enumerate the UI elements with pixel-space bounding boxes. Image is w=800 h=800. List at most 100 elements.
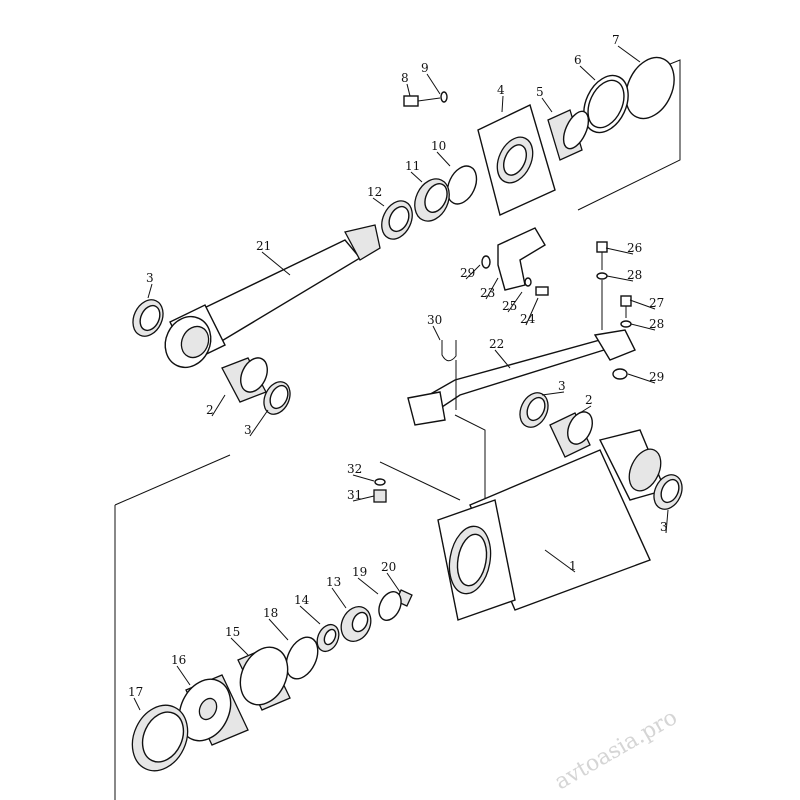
part-label-2b: 2 xyxy=(206,403,214,417)
part-label-20: 20 xyxy=(381,560,396,574)
leader-line-5 xyxy=(541,97,553,113)
leader-line-19 xyxy=(357,577,379,595)
part-label-14: 14 xyxy=(294,593,310,607)
part-32-washer xyxy=(374,478,386,486)
part-12-bearing xyxy=(381,200,413,240)
part-label-8: 8 xyxy=(401,71,409,85)
part-2-bushing-right xyxy=(549,411,593,458)
leader-line-2b xyxy=(211,394,226,417)
part-label-3a: 3 xyxy=(146,271,154,285)
leader-lines xyxy=(133,45,669,711)
leader-line-28b xyxy=(630,323,656,331)
part-label-16: 16 xyxy=(171,653,186,667)
leader-line-7 xyxy=(617,45,641,63)
part-label-29a: 29 xyxy=(460,266,475,280)
part-5-bushing xyxy=(547,109,590,161)
leader-line-27 xyxy=(629,299,656,310)
part-label-23: 23 xyxy=(480,286,495,300)
leader-line-18 xyxy=(268,618,289,641)
part-label-28a: 28 xyxy=(627,268,642,282)
part-label-32: 32 xyxy=(347,462,362,476)
part-label-10: 10 xyxy=(431,139,446,153)
part-label-5: 5 xyxy=(536,85,544,99)
leader-line-3d xyxy=(665,509,669,534)
leader-line-3c xyxy=(249,409,269,437)
part-label-2a: 2 xyxy=(585,393,593,407)
part-label-30: 30 xyxy=(427,313,442,327)
leader-line-16 xyxy=(176,665,191,686)
part-label-3c: 3 xyxy=(244,423,252,437)
leader-line-13 xyxy=(331,587,347,609)
leader-line-9 xyxy=(426,73,441,95)
part-label-25: 25 xyxy=(502,299,517,313)
part-26-bolt xyxy=(596,241,608,280)
part-label-4: 4 xyxy=(497,83,505,97)
part-29-o-ring xyxy=(612,368,628,380)
part-label-27: 27 xyxy=(649,296,664,310)
part-21-piston-rod xyxy=(164,224,381,369)
part-3-seal-right-top xyxy=(519,392,549,428)
watermark-text: avtoasia.pro xyxy=(551,705,682,795)
part-label-26: 26 xyxy=(627,241,642,255)
leader-line-17 xyxy=(133,697,141,711)
leader-line-20 xyxy=(386,572,401,593)
watermark-layer: avtoasia.pro xyxy=(551,705,682,795)
part-label-11: 11 xyxy=(405,159,420,173)
leader-line-3a xyxy=(147,283,153,299)
part-23-elbow xyxy=(481,227,549,296)
part-15-wear-ring xyxy=(237,646,291,711)
part-label-17: 17 xyxy=(128,685,143,699)
leader-line-30 xyxy=(432,325,441,341)
part-4-flange xyxy=(477,104,556,216)
leader-line-29a xyxy=(465,264,481,280)
part-31-plug xyxy=(373,489,387,503)
part-label-31: 31 xyxy=(347,488,362,502)
leader-line-3b xyxy=(541,391,565,396)
leader-line-31 xyxy=(352,495,375,502)
part-label-6: 6 xyxy=(574,53,582,67)
part-11-bearing xyxy=(414,178,450,222)
leader-line-10 xyxy=(436,151,451,167)
leader-line-26 xyxy=(605,247,634,255)
part-7-o-ring xyxy=(625,56,675,120)
leader-line-14 xyxy=(299,605,321,625)
leader-line-21 xyxy=(261,251,291,276)
part-label-3d: 3 xyxy=(660,520,668,534)
leader-line-11 xyxy=(410,171,423,183)
leader-line-12 xyxy=(372,197,385,207)
leader-line-22 xyxy=(494,349,511,369)
leader-line-29b xyxy=(627,373,656,384)
leader-line-4 xyxy=(501,95,504,113)
part-16-piston xyxy=(178,674,249,746)
part-22-pipe xyxy=(407,329,636,426)
part-3-seal-right-bottom xyxy=(653,474,683,510)
part-label-28b: 28 xyxy=(649,317,664,331)
part-label-7: 7 xyxy=(612,33,620,47)
part-label-22: 22 xyxy=(489,337,504,351)
part-19-ring xyxy=(378,591,402,621)
part-label-19: 19 xyxy=(352,565,367,579)
part-17-seal xyxy=(131,704,189,772)
part-3-seal-mid xyxy=(263,381,291,415)
leader-line-2a xyxy=(574,405,592,417)
leader-line-15 xyxy=(230,637,249,656)
part-14-washer xyxy=(316,623,340,653)
leader-line-32 xyxy=(352,474,375,482)
part-8-bolt xyxy=(403,91,448,107)
part-10-o-ring xyxy=(446,165,478,205)
part-1-cylinder-body xyxy=(437,429,666,621)
part-label-15: 15 xyxy=(225,625,240,639)
part-label-1: 1 xyxy=(569,559,577,573)
part-label-21: 21 xyxy=(256,239,271,253)
part-label-9: 9 xyxy=(421,61,429,75)
part-3-seal-left xyxy=(132,299,164,337)
leader-line-23 xyxy=(485,277,499,300)
part-label-18: 18 xyxy=(263,606,278,620)
part-label-24: 24 xyxy=(520,312,536,326)
part-30-u-bolt xyxy=(441,340,457,410)
part-label-3b: 3 xyxy=(558,379,566,393)
part-27-bolt xyxy=(620,295,632,328)
